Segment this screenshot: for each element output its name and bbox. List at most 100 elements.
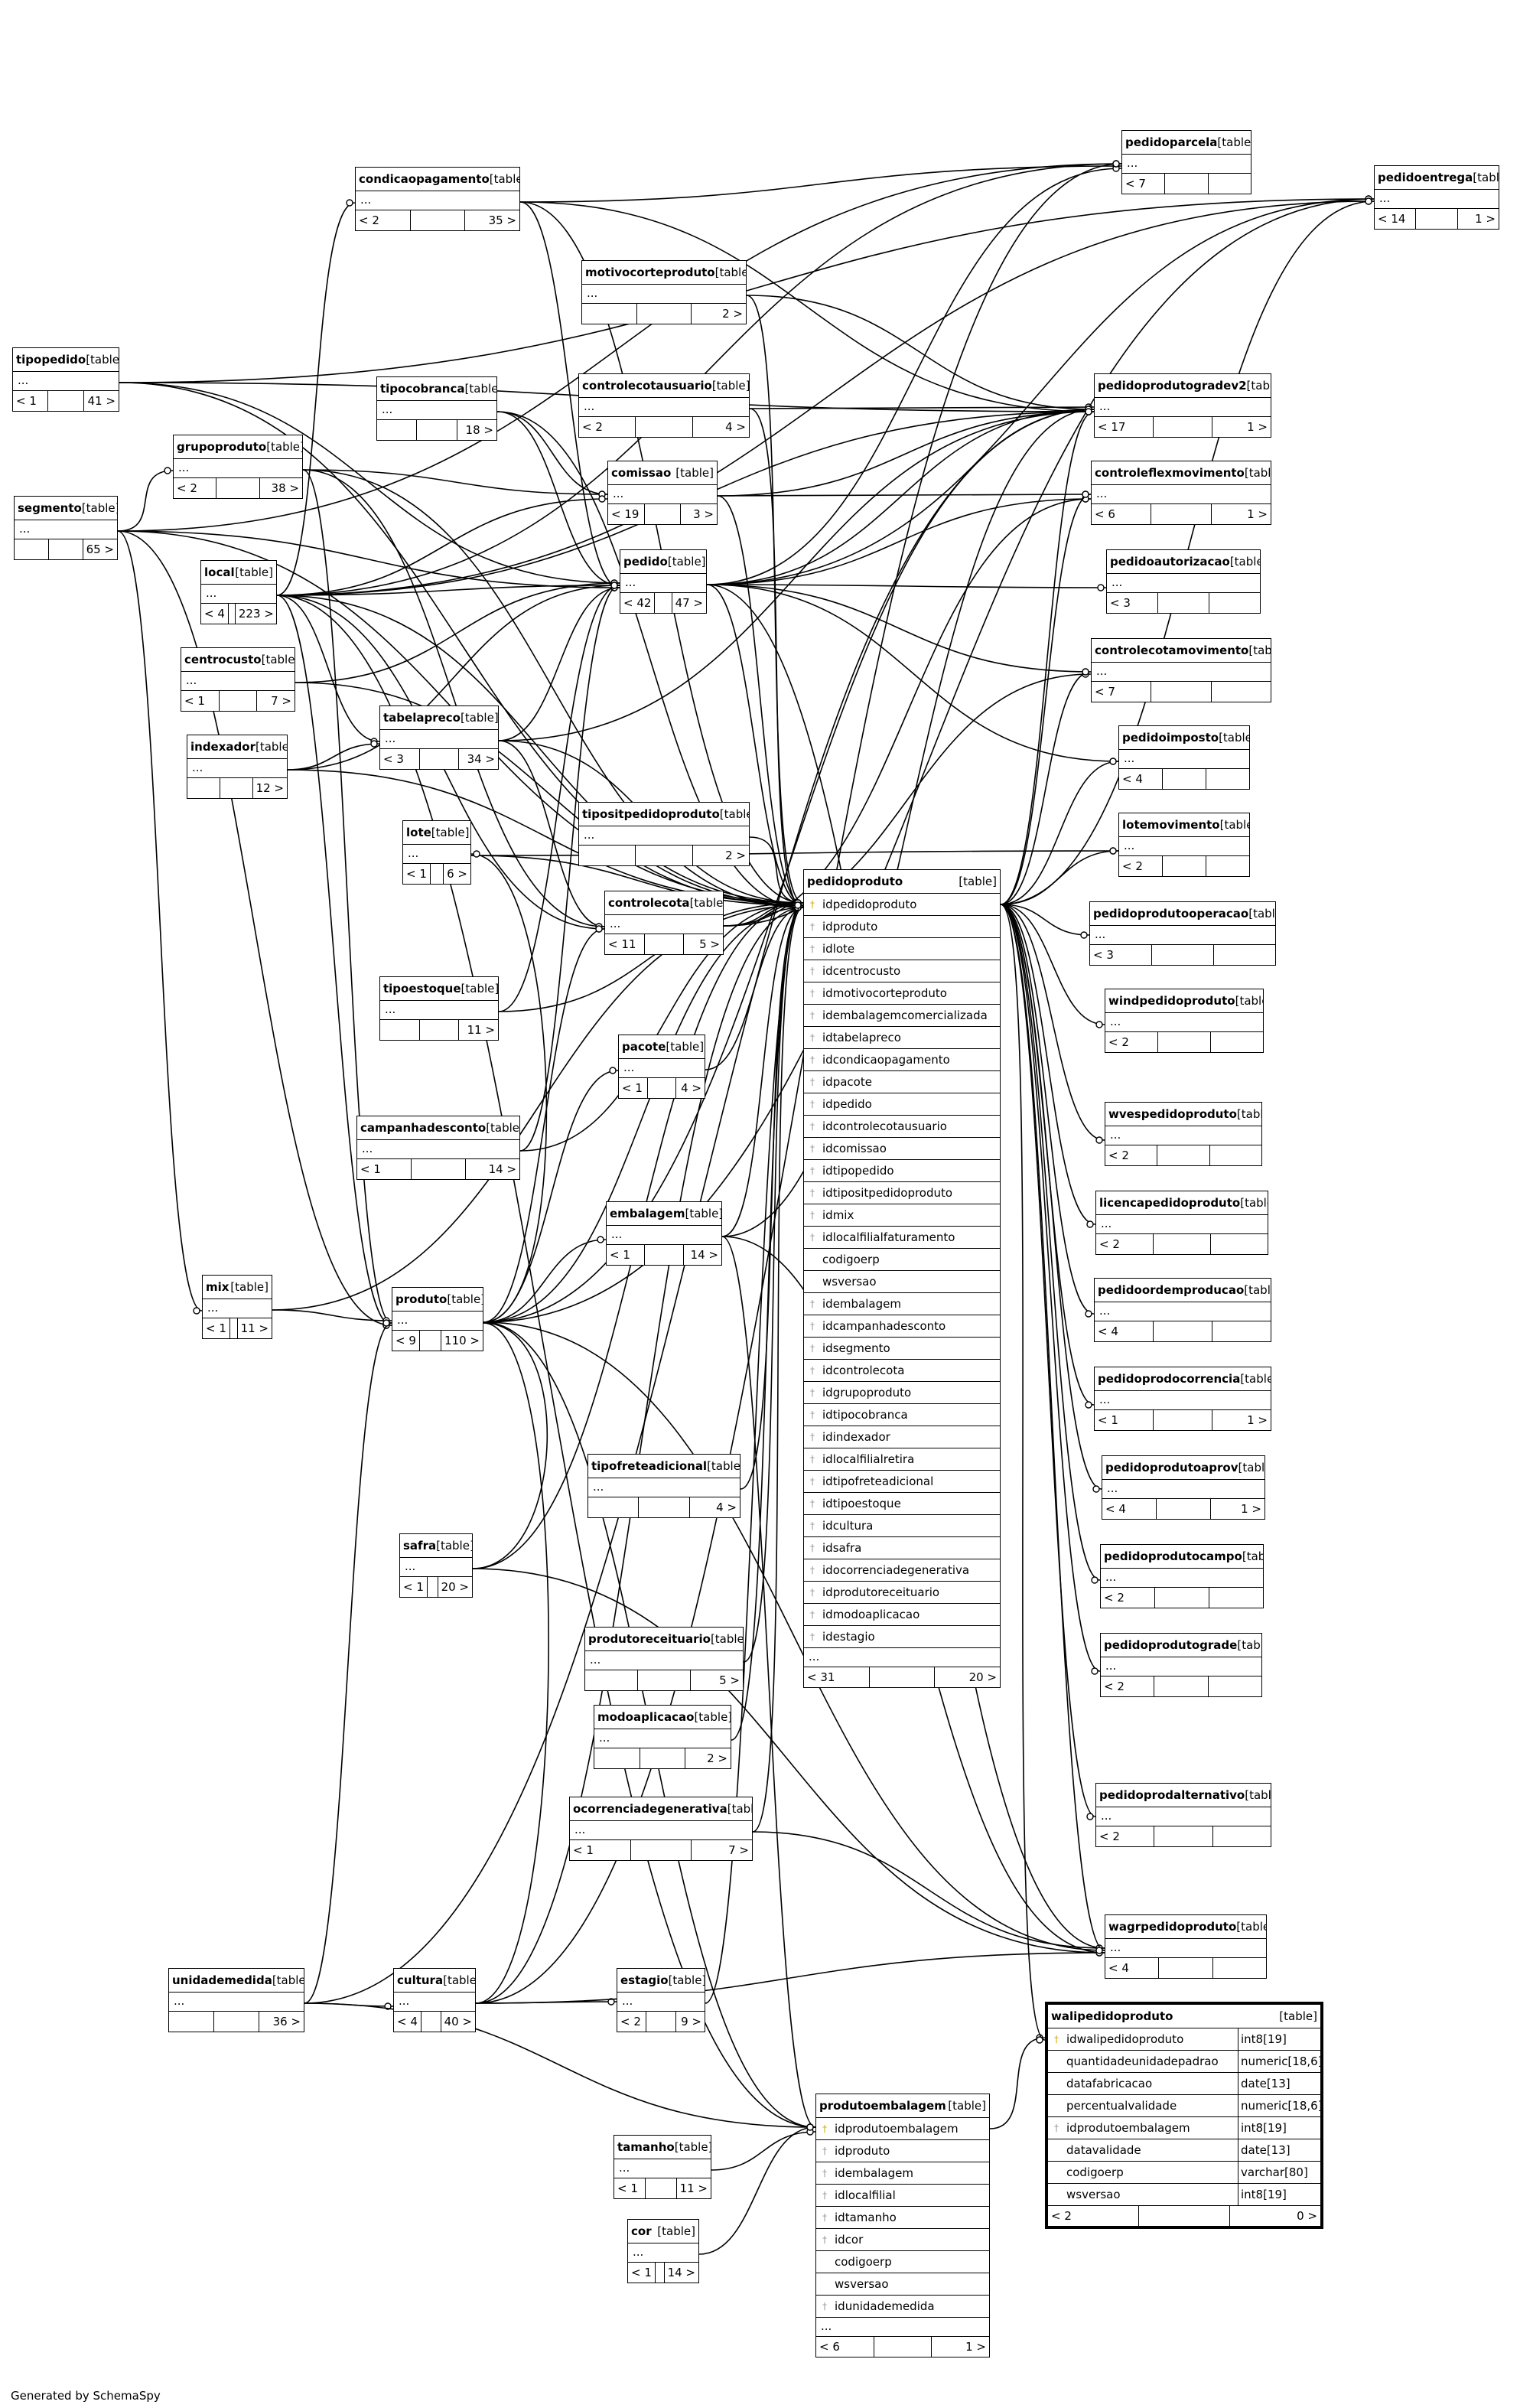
parents-count[interactable]: < 1	[357, 1159, 412, 1179]
children-count[interactable]: 223 >	[238, 607, 274, 621]
parents-count[interactable]: < 1	[614, 2178, 646, 2198]
children-count[interactable]	[1206, 769, 1249, 789]
column-row[interactable]: †idlote	[804, 938, 1000, 960]
children-count[interactable]: 14 >	[690, 1248, 718, 1262]
parents-count[interactable]: < 4	[201, 604, 229, 624]
table-name[interactable]: wvespedidoproduto	[1108, 1107, 1237, 1121]
table-unidademedida[interactable]: unidademedida[table]...36 >	[168, 1968, 304, 2032]
table-tipocobranca[interactable]: tipocobranca[table]...18 >	[376, 376, 497, 441]
children-count[interactable]: 20 >	[441, 1580, 469, 1594]
table-condicaopagamento[interactable]: condicaopagamento[table]...< 235 >	[355, 167, 520, 231]
table-produtoembalagem[interactable]: produtoembalagem[table]†idprodutoembalag…	[815, 2094, 990, 2357]
children-count[interactable]	[1206, 856, 1249, 876]
parents-count[interactable]: < 1	[607, 1245, 646, 1265]
parents-count[interactable]: < 2	[579, 417, 636, 437]
parents-count[interactable]: < 1	[619, 1078, 648, 1098]
table-tipoestoque[interactable]: tipoestoque[table]...11 >	[379, 976, 499, 1041]
parents-count[interactable]	[582, 304, 637, 324]
table-name[interactable]: produtoreceituario	[588, 1632, 711, 1646]
parents-count[interactable]	[380, 1020, 420, 1040]
parents-count[interactable]: < 2	[1105, 1145, 1158, 1165]
children-count[interactable]: 110 >	[444, 1334, 480, 1347]
table-name[interactable]: licencapedidoproduto	[1099, 1196, 1241, 1210]
table-name[interactable]: modoaplicacao	[597, 1710, 695, 1724]
table-name[interactable]: walipedidoproduto	[1051, 2009, 1173, 2023]
parents-count[interactable]: < 2	[1119, 856, 1163, 876]
parents-count[interactable]: < 2	[1096, 1234, 1154, 1254]
table-wagrpedidoproduto[interactable]: wagrpedidoproduto[table]...< 4	[1105, 1914, 1267, 1979]
column-row[interactable]: †idcontrolecotausuario	[804, 1116, 1000, 1138]
table-pedidoprodutogradev2[interactable]: pedidoprodutogradev2[table]...< 171 >	[1094, 373, 1271, 438]
column-row[interactable]: †idlocalfilial	[816, 2185, 989, 2207]
children-count[interactable]: 18 >	[465, 423, 493, 437]
parents-count[interactable]: < 3	[1090, 945, 1152, 965]
table-name[interactable]: embalagem	[610, 1207, 685, 1220]
table-name[interactable]: cultura	[397, 1973, 444, 1987]
table-name[interactable]: tabelapreco	[383, 711, 461, 725]
column-row[interactable]: †idunidademedida	[816, 2296, 989, 2318]
children-count[interactable]: 3 >	[693, 507, 714, 521]
parents-count[interactable]	[377, 420, 418, 440]
table-name[interactable]: tipocobranca	[380, 382, 465, 396]
parents-count[interactable]: < 4	[1095, 1321, 1154, 1341]
parents-count[interactable]: < 14	[1375, 209, 1417, 229]
children-count[interactable]	[1211, 1234, 1268, 1254]
parents-count[interactable]: < 1	[628, 2263, 656, 2283]
table-name[interactable]: segmento	[18, 501, 82, 515]
column-row[interactable]: †idtamanho	[816, 2207, 989, 2229]
children-count[interactable]: 1 >	[1241, 1502, 1261, 1516]
table-name[interactable]: tipofreteadicional	[591, 1459, 708, 1473]
parents-count[interactable]: < 6	[1092, 504, 1152, 524]
table-name[interactable]: pedidoprodutooperacao	[1093, 907, 1249, 921]
children-count[interactable]: 4 >	[681, 1081, 702, 1095]
parents-count[interactable]: < 4	[1105, 1958, 1160, 1978]
children-count[interactable]	[1209, 174, 1251, 194]
children-count[interactable]: 1 >	[1247, 420, 1268, 434]
table-name[interactable]: tipopedido	[16, 353, 86, 367]
parents-count[interactable]: < 2	[356, 210, 411, 230]
table-name[interactable]: motivocorteproduto	[585, 266, 715, 279]
table-name[interactable]: lotemovimento	[1122, 818, 1220, 832]
table-name[interactable]: pedidoparcela	[1125, 135, 1218, 149]
children-count[interactable]: 11 >	[467, 1023, 496, 1037]
column-row[interactable]: †idmotivocorteproduto	[804, 982, 1000, 1005]
parents-count[interactable]	[169, 2012, 214, 2032]
parents-count[interactable]: < 3	[1107, 593, 1158, 613]
column-row[interactable]: †idprodutoembalagem	[816, 2118, 989, 2140]
table-segmento[interactable]: segmento[table]...65 >	[14, 496, 118, 560]
table-tipositpedidoproduto[interactable]: tipositpedidoproduto[table]...2 >	[578, 802, 750, 866]
table-name[interactable]: pedidoprodocorrencia	[1098, 1372, 1241, 1386]
parents-count[interactable]: < 1	[1095, 1410, 1154, 1430]
table-tipopedido[interactable]: tipopedido[table]...< 141 >	[12, 347, 119, 412]
table-pedidoordemproducao[interactable]: pedidoordemproducao[table]...< 4	[1094, 1278, 1271, 1342]
children-count[interactable]: 65 >	[86, 543, 114, 556]
table-centrocusto[interactable]: centrocusto[table]...< 17 >	[181, 647, 295, 712]
children-count[interactable]: 2 >	[725, 849, 746, 862]
children-count[interactable]: 36 >	[272, 2015, 301, 2028]
children-count[interactable]: 1 >	[1247, 1413, 1268, 1427]
children-count[interactable]: 14 >	[488, 1162, 516, 1176]
children-count[interactable]: 11 >	[679, 2182, 708, 2195]
column-row[interactable]: †idsafra	[804, 1537, 1000, 1559]
column-row[interactable]: †idgrupoproduto	[804, 1382, 1000, 1404]
column-row[interactable]: †idpacote	[804, 1071, 1000, 1093]
column-row[interactable]: †idembalagemcomercializada	[804, 1005, 1000, 1027]
table-name[interactable]: centrocusto	[184, 653, 262, 666]
column-row[interactable]: †idtipofreteadicional	[804, 1471, 1000, 1493]
column-row[interactable]: †idembalagem	[804, 1293, 1000, 1315]
parents-count[interactable]: < 9	[392, 1331, 420, 1351]
column-row[interactable]: †idlocalfilialretira	[804, 1448, 1000, 1471]
table-name[interactable]: pedido	[623, 555, 668, 569]
parents-count[interactable]: < 6	[816, 2337, 874, 2357]
table-name[interactable]: comissao	[611, 466, 672, 480]
column-row[interactable]: codigoerp	[804, 1249, 1000, 1271]
children-count[interactable]: 0 >	[1297, 2209, 1317, 2223]
table-name[interactable]: produtoembalagem	[819, 2099, 946, 2113]
table-name[interactable]: pedidoautorizacao	[1110, 555, 1230, 569]
column-row[interactable]: †idcentrocusto	[804, 960, 1000, 982]
table-name[interactable]: ocorrenciadegenerativa	[573, 1802, 727, 1816]
